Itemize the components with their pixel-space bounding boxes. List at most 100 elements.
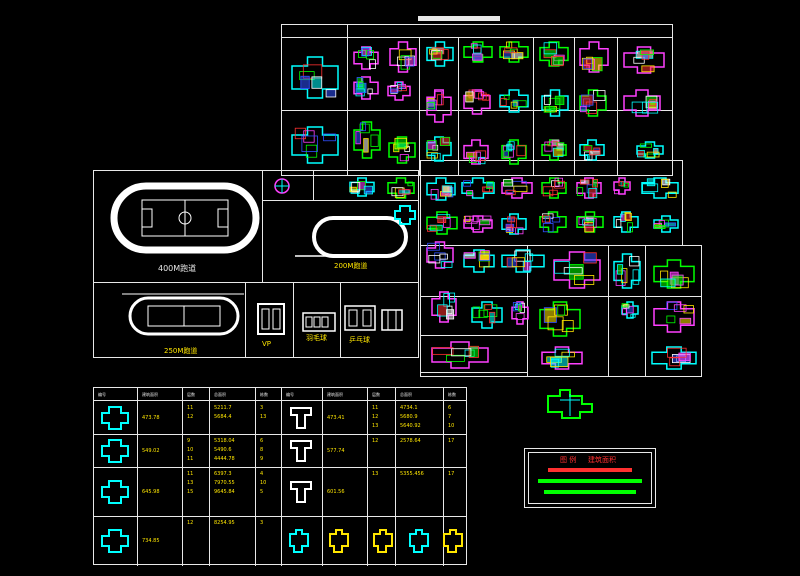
legend-inner-frame — [528, 452, 652, 504]
floor-plan-thumbnail — [539, 211, 567, 233]
floor-plan-thumbnail — [653, 301, 695, 333]
table-grid-line — [182, 388, 183, 566]
court-a-label: VP — [262, 340, 272, 348]
table-header-cell: 层数 — [187, 392, 195, 397]
floor-plan-thumbnail — [426, 136, 452, 162]
floor-plan-thumbnail — [388, 136, 416, 164]
floor-plan-thumbnail — [389, 41, 417, 73]
sports-divider — [293, 282, 294, 358]
floor-plan-thumbnail — [499, 89, 529, 113]
unit-plan-icon — [443, 529, 463, 553]
floor-plan-thumbnail — [576, 211, 604, 233]
table-cell: 5 — [260, 489, 264, 495]
legend-bar-green-2 — [544, 490, 636, 494]
table-grid-line — [93, 467, 467, 468]
table-header-cell: 层数 — [372, 392, 380, 397]
table-cell: 10 — [260, 480, 267, 486]
table-cell: 601.56 — [327, 488, 345, 495]
floor-plan-thumbnail — [539, 301, 581, 337]
unit-plan-icon — [101, 479, 129, 504]
table-cell: 6397.3 — [214, 471, 232, 477]
table-header-cell: 总面积 — [400, 392, 412, 397]
plan-sheet-header-line — [281, 37, 673, 38]
floor-plan-thumbnail — [353, 121, 381, 159]
table-cell: 6 — [260, 438, 264, 444]
legend-title-2: 建筑面积 — [588, 456, 616, 464]
track-400-label: 400M跑道 — [158, 264, 197, 273]
track-small-label: 250M跑道 — [164, 347, 198, 355]
table-header-cell: 编号 — [98, 392, 106, 397]
track-small — [122, 293, 244, 336]
table-cell: 13 — [260, 414, 267, 420]
floor-plan-thumbnail — [613, 253, 641, 289]
floor-plan-thumbnail — [463, 41, 493, 63]
sports-divider — [93, 282, 419, 283]
plan-sheet-divider — [419, 37, 420, 176]
floor-plan-thumbnail — [539, 41, 569, 67]
table-cell: 2578.64 — [400, 438, 421, 444]
court-b — [302, 312, 336, 332]
table-cell: 6 — [448, 405, 452, 411]
table-cell: 12 — [187, 520, 194, 526]
floor-plan-thumbnail — [501, 249, 545, 273]
table-grid-line — [443, 388, 444, 566]
site-plan-thumbnail — [547, 389, 593, 419]
floor-plan-thumbnail — [576, 177, 602, 199]
table-cell: 5318.04 — [214, 438, 235, 444]
floor-plan-thumbnail — [387, 177, 415, 199]
floor-plan-thumbnail — [471, 301, 503, 329]
unit-plan-icon — [290, 406, 312, 429]
table-cell: 5640.92 — [400, 423, 421, 429]
table-grid-line — [395, 388, 396, 566]
floor-plan-thumbnail — [463, 89, 491, 115]
floor-plan-thumbnail — [553, 251, 601, 289]
floor-plan-thumbnail — [349, 177, 375, 197]
plan-sheet-small-frame — [420, 335, 528, 373]
floor-plan-thumbnail — [653, 215, 679, 233]
court-c-label: 乒乓球 — [349, 336, 370, 344]
table-grid-line — [93, 400, 467, 401]
table-cell: 12 — [372, 414, 379, 420]
table-cell: 5211.7 — [214, 405, 232, 411]
floor-plan-thumbnail — [636, 141, 664, 159]
floor-plan-thumbnail — [541, 89, 569, 117]
table-cell: 734.85 — [142, 537, 160, 544]
table-cell: 5684.4 — [214, 414, 232, 420]
table-cell: 8254.95 — [214, 520, 235, 526]
court-b-label: 羽毛球 — [306, 334, 327, 342]
legend-frame — [524, 448, 656, 508]
table-cell: 8 — [260, 447, 264, 453]
floor-plan-thumbnail — [541, 177, 567, 199]
table-cell: 4 — [260, 471, 264, 477]
court-c — [344, 305, 403, 331]
sports-divider — [340, 282, 341, 358]
building-icon — [394, 205, 416, 225]
floor-plan-thumbnail — [641, 177, 679, 199]
plan-sheet-divider — [645, 245, 646, 377]
floor-plan-thumbnail — [461, 177, 495, 199]
table-cell: 9645.84 — [214, 489, 235, 495]
floor-plan-thumbnail — [621, 301, 639, 319]
table-cell: 10 — [448, 423, 455, 429]
unit-plan-icon — [101, 528, 129, 553]
floor-plan-thumbnail — [579, 89, 607, 117]
compass-icon — [274, 178, 290, 194]
data-table-frame — [93, 387, 467, 565]
track-400m — [110, 182, 260, 254]
sports-divider — [245, 282, 246, 358]
table-cell: 3 — [260, 520, 264, 526]
plan-sheet-divider — [533, 37, 534, 176]
sheet-title-bar — [418, 16, 500, 21]
table-cell: 7970.55 — [214, 480, 235, 486]
floor-plan-thumbnail — [426, 41, 454, 67]
table-cell: 549.02 — [142, 447, 160, 454]
table-cell: 11 — [187, 405, 194, 411]
unit-plan-icon — [409, 529, 429, 553]
plan-sheet-divider — [347, 24, 348, 176]
unit-plan-icon — [290, 480, 312, 503]
floor-plan-thumbnail — [463, 249, 495, 273]
table-header-cell: 栋数 — [260, 392, 268, 397]
floor-plan-thumbnail — [511, 301, 529, 325]
table-cell: 9 — [187, 438, 191, 444]
legend-title: 图 例 — [560, 456, 577, 464]
